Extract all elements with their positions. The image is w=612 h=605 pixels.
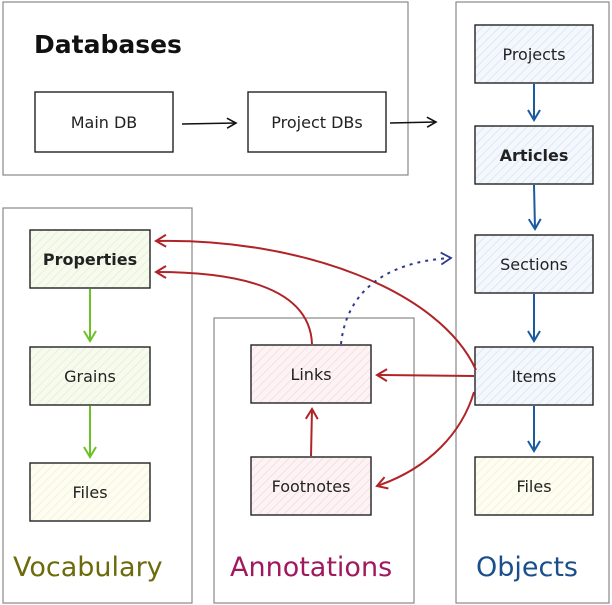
sections-node	[474, 234, 594, 294]
vocab-files-label: Files	[72, 483, 107, 502]
arrow-links-objects-dotted	[340, 251, 453, 345]
footnotes-node	[250, 456, 372, 516]
arrow-items-links	[375, 368, 475, 382]
objects-group	[455, 1, 610, 604]
annotations-title: Annotations	[230, 552, 392, 583]
project-dbs-label: Project DBs	[271, 113, 362, 132]
grains-label: Grains	[64, 367, 116, 386]
arrow-links-properties	[154, 265, 313, 345]
grains-node	[29, 346, 151, 406]
databases-title: Databases	[34, 30, 182, 59]
main-db-label: Main DB	[71, 113, 138, 132]
object-files-label: Files	[516, 477, 551, 496]
arrow-projectdbs-objects	[389, 116, 438, 128]
sections-label: Sections	[500, 255, 568, 274]
articles-label: Articles	[500, 146, 569, 165]
annotations-group	[213, 317, 415, 604]
links-node	[250, 344, 372, 404]
databases-group	[2, 1, 409, 176]
main-db-node	[34, 91, 174, 153]
projects-label: Projects	[502, 45, 565, 64]
vocab-files-node	[29, 462, 151, 522]
properties-label: Properties	[43, 250, 137, 269]
arrow-articles-sections	[527, 184, 542, 231]
properties-node	[29, 229, 151, 289]
objects-title: Objects	[476, 552, 578, 583]
arrow-items-properties	[154, 233, 477, 371]
vocabulary-title: Vocabulary	[13, 552, 163, 583]
footnotes-label: Footnotes	[272, 477, 351, 496]
arrow-items-footnotes	[375, 391, 475, 490]
arrow-maindb-projectdbs	[181, 117, 238, 129]
project-dbs-node	[247, 91, 387, 153]
articles-node	[474, 125, 594, 185]
projects-node	[474, 24, 594, 84]
links-label: Links	[290, 365, 331, 384]
arrow-footnotes-links	[304, 407, 319, 457]
items-label: Items	[512, 367, 557, 386]
vocabulary-group	[2, 207, 193, 604]
items-node	[474, 346, 594, 406]
object-files-node	[474, 456, 594, 516]
